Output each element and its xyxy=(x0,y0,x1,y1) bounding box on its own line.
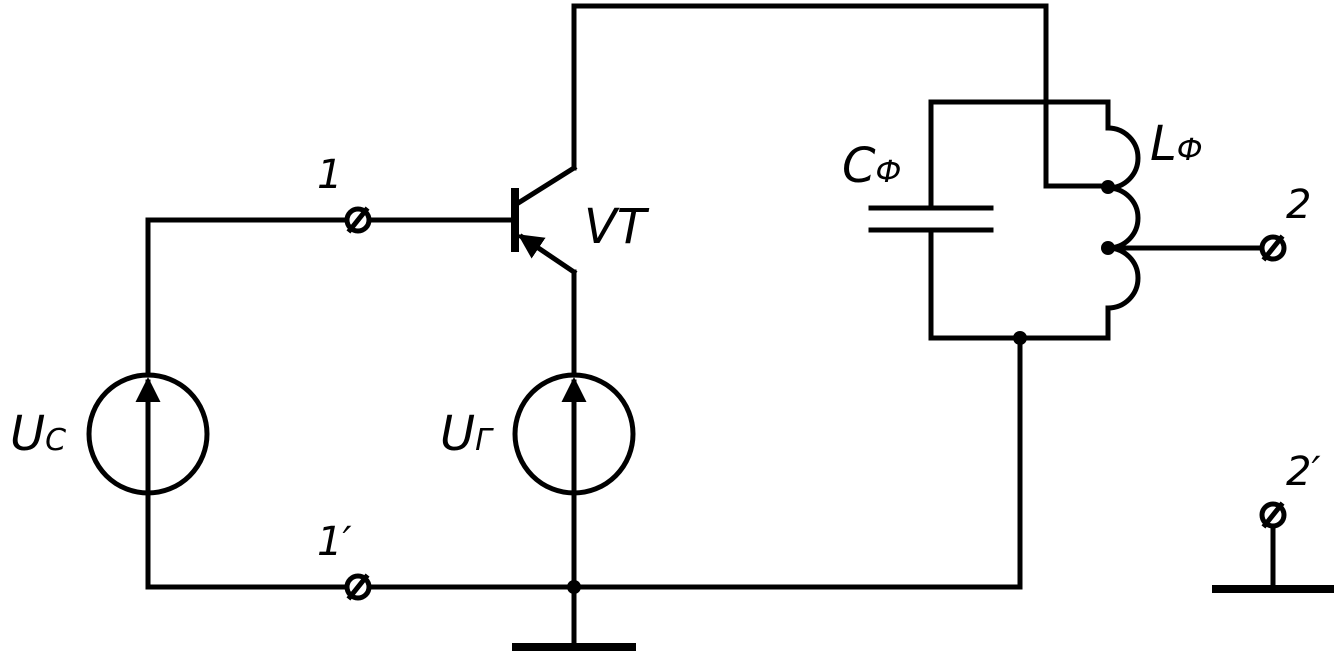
label-transistor-vt: VT xyxy=(584,199,650,255)
label-capacitor-cf-symbol: C xyxy=(842,138,876,194)
inductor-lf xyxy=(1105,125,1141,311)
label-inductor-lf: LФ xyxy=(1150,116,1203,172)
junction-dots xyxy=(567,180,1115,594)
label-terminal-2: 2 xyxy=(1286,182,1311,228)
label-source-uc: UC xyxy=(10,406,66,462)
label-source-ug-subscript: Г xyxy=(475,423,494,458)
label-terminal-1: 1 xyxy=(317,152,342,198)
terminal-2 xyxy=(1259,234,1287,262)
label-source-ug: UГ xyxy=(440,406,494,462)
terminal-1-prime xyxy=(344,573,372,601)
label-terminal-1-prime: 1′ xyxy=(317,519,352,565)
terminal-1 xyxy=(344,206,372,234)
label-source-ug-symbol: U xyxy=(440,406,475,462)
label-source-uc-symbol: U xyxy=(10,406,45,462)
capacitor-cf xyxy=(868,205,994,233)
label-source-uc-subscript: C xyxy=(45,423,66,458)
label-terminal-2-prime: 2′ xyxy=(1286,449,1321,495)
terminal-2-prime xyxy=(1259,501,1287,529)
label-inductor-lf-subscript: Ф xyxy=(1177,133,1203,168)
ground-symbol-output xyxy=(1212,524,1334,593)
transistor-vt xyxy=(511,3,578,377)
label-capacitor-cf: CФ xyxy=(842,138,901,194)
label-inductor-lf-symbol: L xyxy=(1150,116,1177,172)
generator-source-ug xyxy=(512,372,636,648)
collector-wire xyxy=(571,3,1111,189)
signal-source-uc xyxy=(86,372,210,496)
input-wires xyxy=(145,217,1023,590)
label-capacitor-cf-subscript: Ф xyxy=(876,155,902,190)
